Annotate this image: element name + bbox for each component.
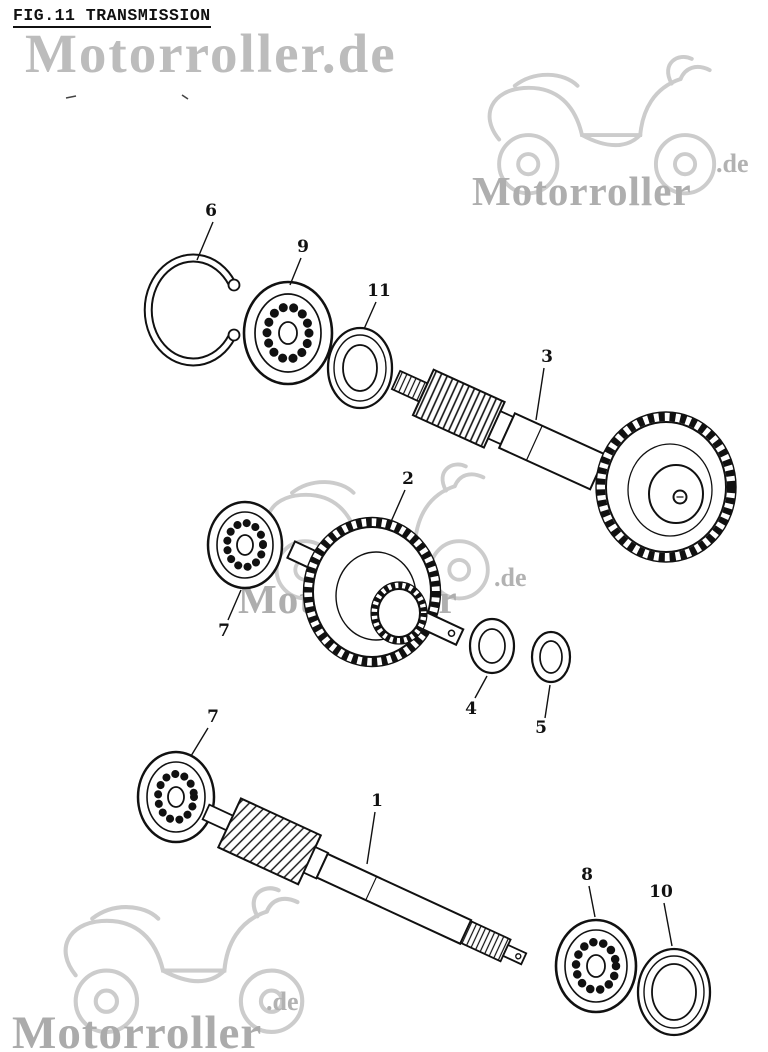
seal-mid	[333, 334, 387, 402]
part-label-9: 9	[297, 237, 309, 257]
shaft-groove	[525, 425, 543, 461]
part-label-7-upper: 7	[218, 621, 230, 641]
part-7-bearing-upper	[206, 500, 284, 590]
end-hole	[515, 953, 522, 960]
ball-cage	[223, 519, 267, 571]
transmission-diagram: 6 9 11	[136, 201, 737, 1037]
part-5-washer	[530, 630, 572, 684]
part-10-seal	[636, 947, 712, 1037]
leader-line-1	[366, 811, 376, 865]
leader-line-6	[196, 221, 214, 261]
circlip-ear	[227, 328, 241, 342]
part-1-shaft	[201, 797, 528, 966]
shaft-body	[497, 411, 608, 491]
shaft-groove	[365, 876, 378, 901]
bearing-bore	[236, 534, 254, 556]
bearing-bore	[586, 954, 606, 978]
circlip-ear	[227, 278, 241, 292]
part-6-circlip	[143, 253, 241, 367]
part-4-washer	[468, 617, 516, 675]
leader-line-2	[389, 489, 406, 525]
gear-web-ring	[627, 443, 713, 537]
part-3-gear	[595, 411, 737, 563]
part-label-1: 1	[371, 791, 383, 811]
part-3-shaft	[390, 368, 608, 491]
watermark-text-top: Motorroller.de	[25, 23, 397, 84]
seal-mid	[643, 955, 705, 1029]
watermark-text-bottom: Motorroller	[12, 1007, 262, 1052]
watermark-text-right: Motorroller	[472, 168, 692, 214]
seal-bore	[651, 963, 697, 1021]
bearing-bore	[278, 321, 298, 345]
part-7-bearing-lower	[136, 750, 216, 844]
figure-title: FIG.11 TRANSMISSION	[13, 6, 211, 28]
watermark-tld: .de	[716, 149, 749, 178]
leader-line-11	[363, 301, 377, 330]
part-label-3: 3	[541, 347, 553, 367]
leader-line-8	[588, 885, 596, 918]
part-label-10: 10	[649, 882, 673, 902]
end-nub	[501, 943, 528, 966]
ball-cage	[262, 302, 314, 364]
watermark-tld: .de	[266, 987, 299, 1016]
bearing-bore	[167, 786, 185, 808]
part-label-11: 11	[367, 281, 391, 301]
part-label-4: 4	[465, 699, 477, 719]
leader-line-7-upper	[227, 589, 242, 621]
seal-bore	[342, 344, 378, 392]
print-artifact	[181, 94, 189, 100]
part-11-seal	[326, 326, 394, 410]
washer-bore	[539, 640, 563, 674]
part-label-2: 2	[402, 469, 414, 489]
part-label-8: 8	[581, 865, 593, 885]
gear-teeth	[303, 517, 441, 667]
leader-line-4	[474, 675, 488, 699]
leader-line-9	[289, 257, 302, 286]
part-9-bearing	[242, 280, 334, 386]
shaft-body	[315, 852, 473, 946]
watermark-tld: .de	[494, 563, 527, 592]
washer-bore	[478, 628, 506, 664]
part-label-6: 6	[205, 201, 217, 221]
part-label-7-lower: 7	[207, 707, 219, 727]
leader-line-5	[544, 684, 551, 719]
part-8-bearing	[554, 918, 638, 1014]
part-label-5: 5	[535, 718, 547, 738]
gear-teeth	[596, 412, 736, 562]
leader-line-10	[663, 902, 673, 947]
pinion-teeth	[370, 581, 428, 645]
ball-cage	[154, 770, 198, 824]
leader-line-3	[535, 367, 545, 421]
part-2-counter-gear	[286, 516, 465, 668]
ball-cage	[571, 937, 621, 995]
leader-line-7-lower	[190, 727, 209, 757]
pinion-face	[377, 588, 421, 638]
print-artifact	[65, 95, 77, 99]
